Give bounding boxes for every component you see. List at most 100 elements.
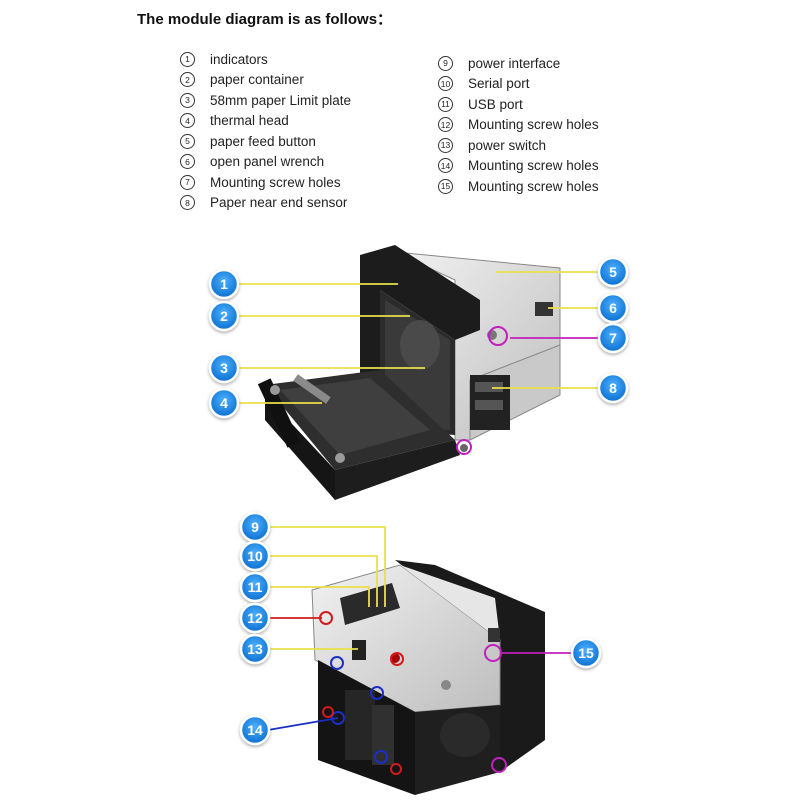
badges: 1 2 3 4 5 6 7 8 9 10 11 12 13 14 15 [208,256,629,746]
badge-3: 3 [208,352,240,384]
legend-label: Paper near end sensor [210,195,348,211]
badge-9: 9 [239,511,271,543]
screw-hole-marker [488,326,508,346]
legend-item: 10 Serial port [438,74,599,95]
badge-7: 7 [597,322,629,354]
svg-text:14: 14 [247,722,263,738]
legend-label: Serial port [468,76,530,92]
leader-line-11 [268,586,370,607]
printer-bottom-view [311,560,545,795]
legend-number: 4 [180,113,195,129]
svg-text:1: 1 [220,276,228,292]
badge-4: 4 [208,387,240,419]
screw-hole-marker [456,439,472,455]
legend-label: Mounting screw holes [468,158,599,174]
legend-number: 8 [180,195,195,211]
screw-hole-markers [319,326,508,775]
legend-item: 15 Mounting screw holes [438,176,599,197]
legend-label: power switch [468,137,547,153]
legend-number: 9 [438,55,453,71]
legend-number: 12 [438,117,453,133]
svg-text:7: 7 [609,330,617,346]
legend-left: 1 indicators 2 paper container 3 58mm paper… [180,49,351,213]
legend-number: 2 [180,72,195,88]
leader-line-14 [267,717,339,731]
svg-text:3: 3 [220,360,228,376]
leader-lines [238,271,600,731]
legend-number: 15 [438,178,453,194]
legend-item: 13 power switch [438,135,599,156]
badge-8: 8 [597,372,629,404]
svg-text:9: 9 [251,519,259,535]
badge-11: 11 [239,571,271,603]
svg-text:13: 13 [247,641,263,657]
screw-hole-marker [330,656,344,670]
legend-label: indicators [210,51,268,67]
badge-12: 12 [239,602,271,634]
legend-label: Mounting screw holes [468,178,599,194]
legend-item: 9 power interface [438,53,599,74]
legend-right: 9 power interface 10 Serial port 11 USB por… [438,53,599,197]
badge-5: 5 [597,256,629,288]
screw-hole-marker [491,757,507,773]
screw-hole-marker [484,644,502,662]
legend-label: 58mm paper Limit plate [210,92,352,108]
legend-item: 2 paper container [180,70,351,91]
legend-label: power interface [468,55,561,71]
screw-hole-marker [331,711,345,725]
legend-number: 5 [180,133,195,149]
legend-number: 10 [438,76,453,92]
badge-1: 1 [208,268,240,300]
legend-item: 8 Paper near end sensor [180,193,351,214]
legend-item: 11 USB port [438,94,599,115]
svg-text:10: 10 [247,548,263,564]
svg-text:15: 15 [578,645,594,661]
legend-item: 14 Mounting screw holes [438,156,599,177]
legend-item: 6 open panel wrench [180,152,351,173]
badge-2: 2 [208,300,240,332]
svg-text:6: 6 [609,300,617,316]
legend-number: 6 [180,154,195,170]
leader-line-10 [268,555,378,607]
legend-label: Mounting screw holes [468,117,599,133]
legend-item: 12 Mounting screw holes [438,115,599,136]
badge-10: 10 [239,540,271,572]
legend-item: 3 58mm paper Limit plate [180,90,351,111]
legend-number: 7 [180,174,195,190]
legend-label: thermal head [210,113,289,129]
screw-hole-marker [390,763,402,775]
svg-text:12: 12 [247,610,263,626]
legend-number: 14 [438,158,453,174]
svg-text:4: 4 [220,395,228,411]
legend-number: 13 [438,137,453,153]
legend-number: 3 [180,92,195,108]
legend-label: paper feed button [210,133,316,149]
svg-text:8: 8 [609,380,617,396]
svg-text:2: 2 [220,308,228,324]
screw-hole-marker [374,750,388,764]
badge-13: 13 [239,633,271,665]
legend-label: Mounting screw holes [210,174,341,190]
svg-text:11: 11 [248,579,263,595]
legend-label: paper container [210,72,304,88]
screw-hole-marker [390,652,404,666]
screw-hole-marker [319,611,333,625]
diagram-title: The module diagram is as follows： [137,11,393,28]
legend-label: open panel wrench [210,154,325,170]
legend-item: 4 thermal head [180,111,351,132]
legend-label: USB port [468,96,523,112]
leader-line-9 [268,526,386,607]
badge-14: 14 [239,714,271,746]
screw-hole-marker [322,706,334,718]
legend-item: 7 Mounting screw holes [180,172,351,193]
legend-item: 5 paper feed button [180,131,351,152]
badge-15: 15 [570,637,602,669]
screw-hole-marker [370,686,384,700]
legend-item: 1 indicators [180,49,351,70]
badge-6: 6 [597,292,629,324]
printer-top-view [257,245,561,500]
legend-number: 11 [438,96,453,112]
legend-number: 1 [180,51,195,67]
svg-text:5: 5 [609,264,617,280]
